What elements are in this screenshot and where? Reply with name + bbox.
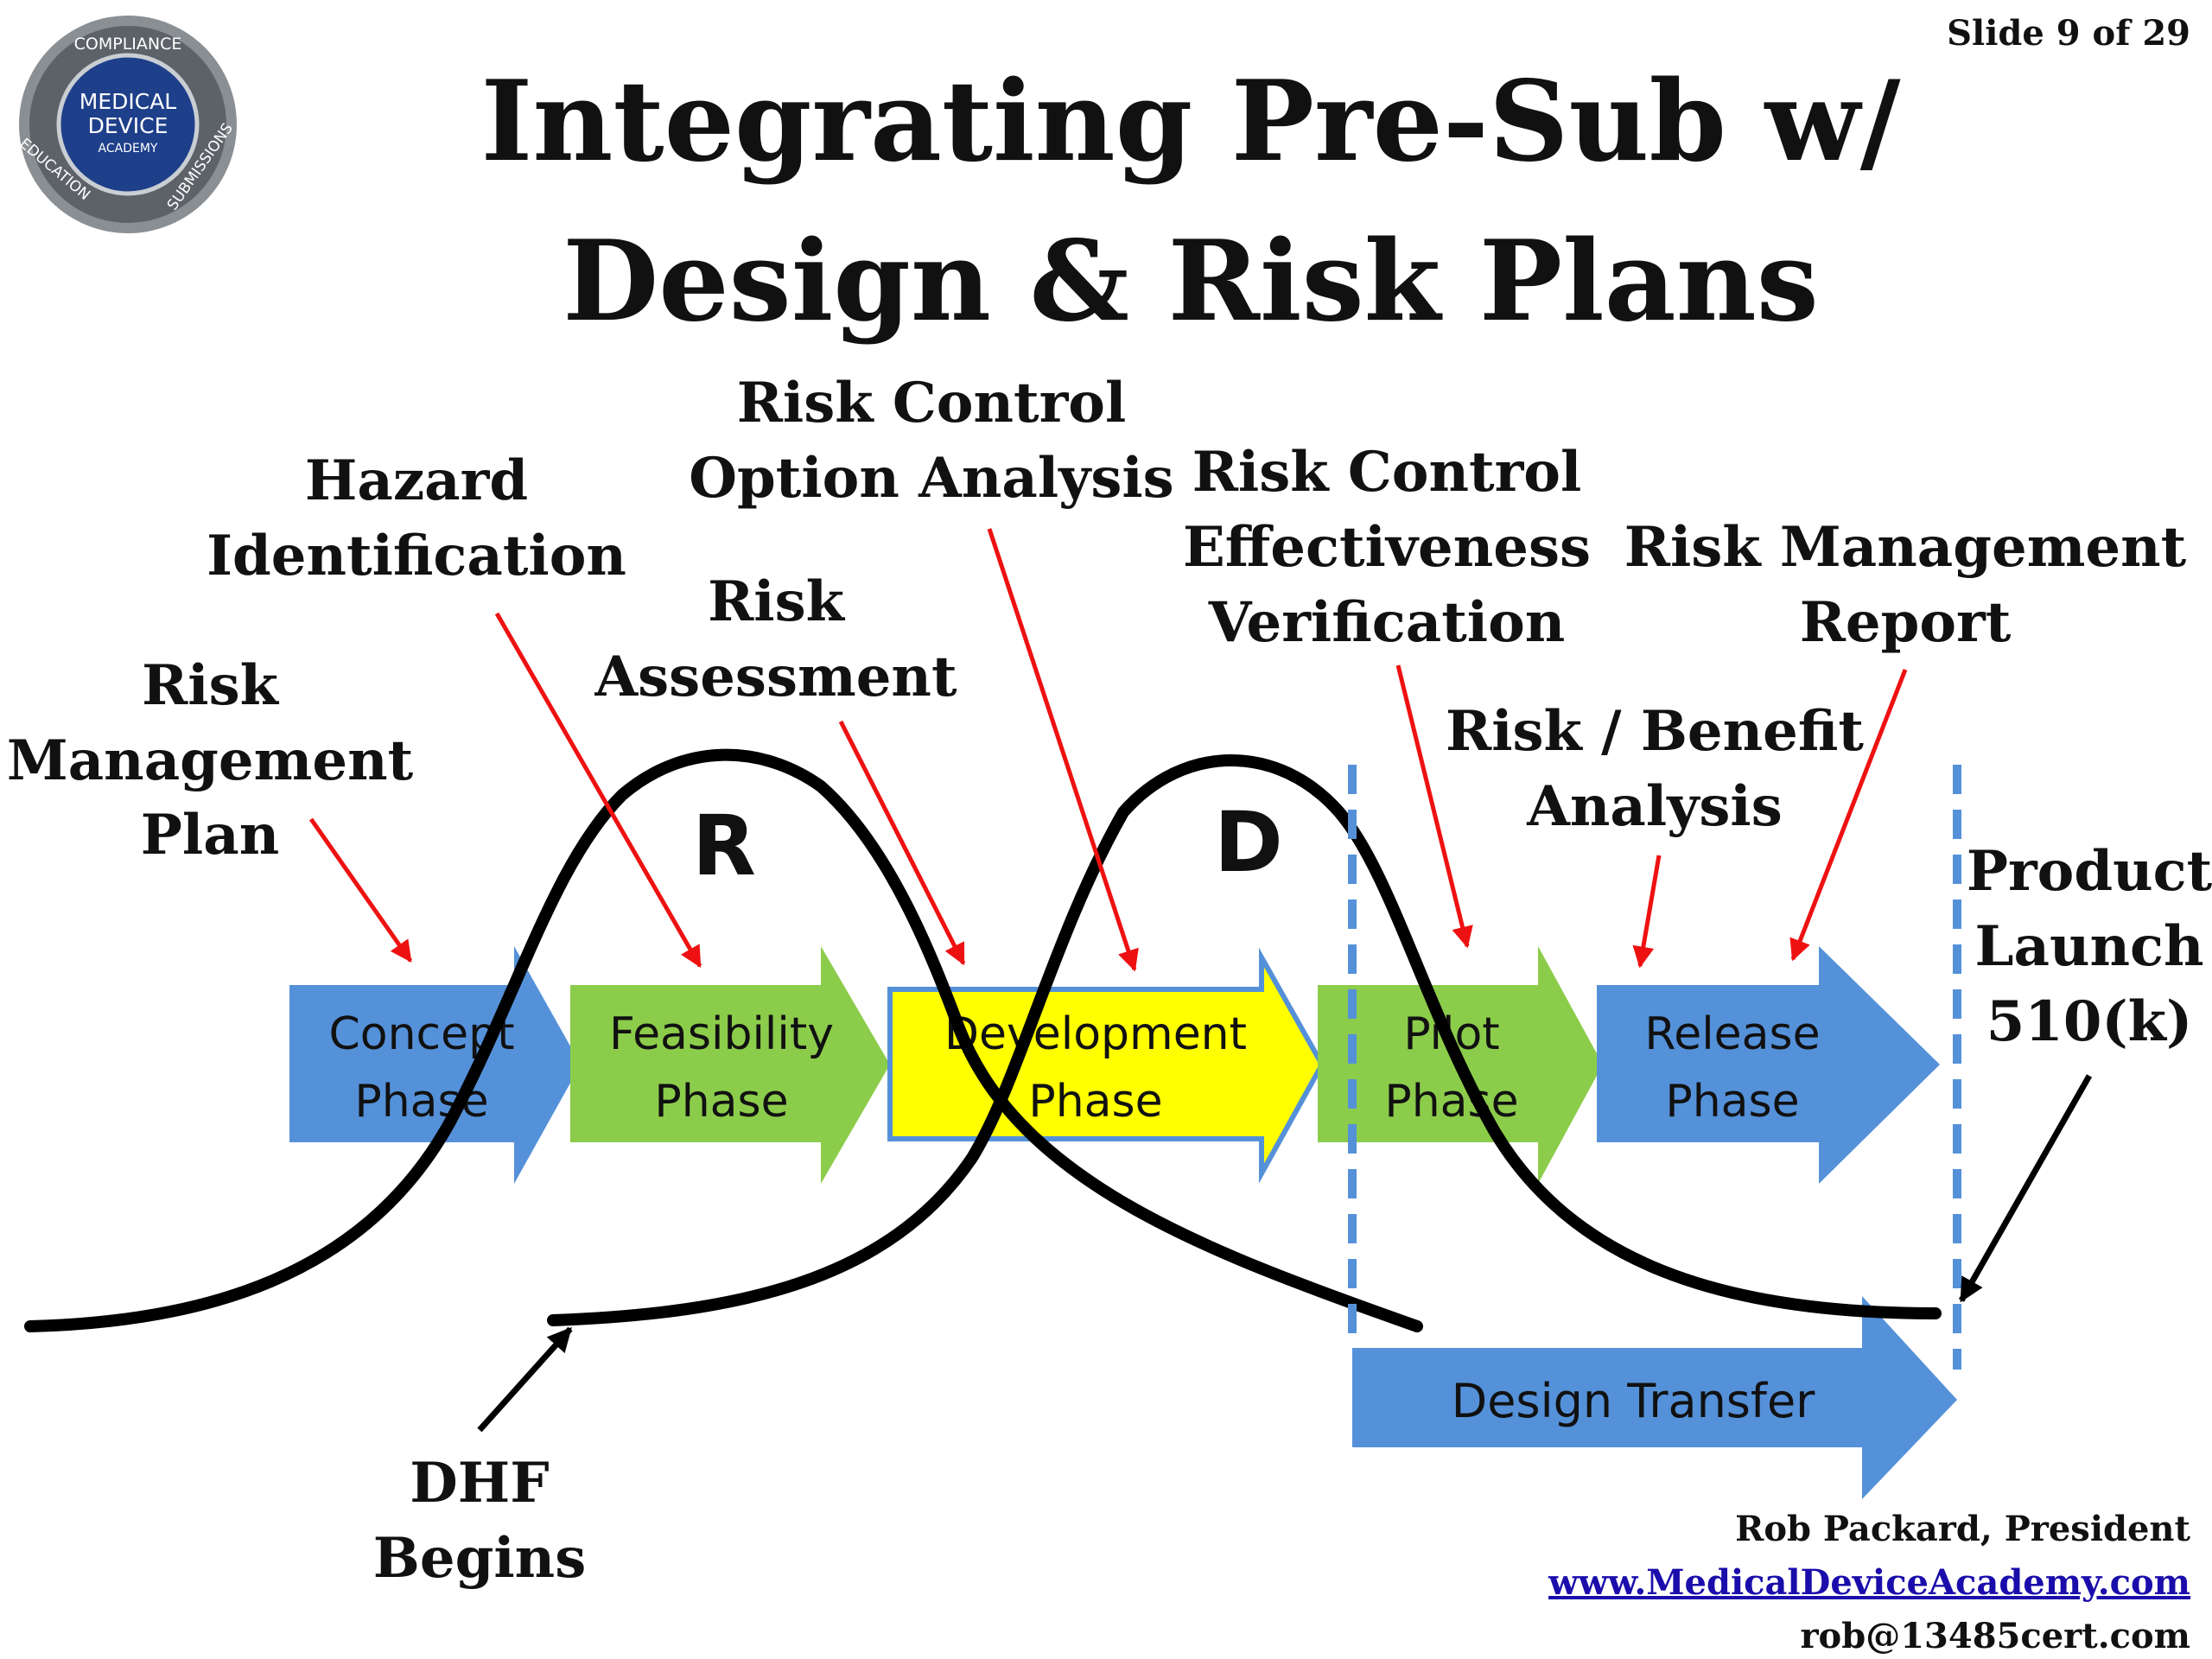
svg-text:Risk Control: Risk Control [1192,440,1582,505]
logo-line3: ACADEMY [99,142,158,156]
svg-text:Verification: Verification [1208,590,1566,655]
svg-text:Plan: Plan [141,803,279,868]
phase-release: Release Phase [1597,946,1940,1184]
pointer-arrows [477,1074,2093,1433]
phase-release-line2: Phase [1665,1076,1799,1128]
phase-release-line1: Release [1644,1008,1820,1060]
arrow-benefit-to-release [1632,855,1662,969]
logo-top-text: COMPLIANCE [74,35,182,54]
footer-website-link[interactable]: www.MedicalDeviceAcademy.com [1548,1562,2190,1603]
svg-text:Risk: Risk [708,569,846,634]
footer-author: Rob Packard, President [1735,1509,2190,1549]
risk-bell-curve [24,748,1423,1332]
phase-feasibility: Feasibility Phase [570,946,890,1184]
svg-text:Risk / Benefit: Risk / Benefit [1446,699,1864,764]
svg-text:Effectiveness: Effectiveness [1183,515,1591,580]
svg-text:Risk Control: Risk Control [737,371,1127,435]
arrow-option-to-development [987,528,1139,972]
medical-device-academy-logo: COMPLIANCE EDUCATION SUBMISSIONS MEDICAL… [16,16,237,233]
label-risk-benefit-analysis: Risk / Benefit Analysis [1446,699,1864,839]
svg-text:Risk: Risk [142,653,280,718]
svg-text:Begins: Begins [373,1526,586,1591]
milestone-lines [1348,765,1961,1370]
title-line2: Design & Risk Plans [563,217,1819,346]
arrow-plan-to-concept [308,817,413,963]
logo-line2: DEVICE [88,113,168,138]
phase-feasibility-line2: Phase [654,1076,788,1128]
label-risk-control-option-analysis: Risk Control Option Analysis [689,371,1173,511]
logo-line1: MEDICAL [79,89,177,114]
phase-feasibility-line1: Feasibility [609,1008,834,1060]
arrow-product-launch [1958,1074,2093,1303]
label-risk-assessment: Risk Assessment [594,569,957,709]
svg-text:Launch: Launch [1974,914,2203,979]
label-risk-control-verification: Risk Control Effectiveness Verification [1183,440,1591,655]
arrow-verification-to-pilot [1395,664,1473,949]
phase-arrows: Concept Phase Feasibility Phase Developm… [289,946,1940,1184]
phase-development-line1: Development [944,1008,1247,1060]
svg-text:Identification: Identification [207,524,626,588]
phase-pilot-line2: Phase [1384,1076,1518,1128]
title-line1: Integrating Pre-Sub w/ [481,57,1901,187]
arrow-dhf-begins [477,1326,573,1433]
svg-text:Risk Management: Risk Management [1624,515,2187,580]
svg-text:510(k): 510(k) [1986,989,2193,1054]
svg-text:Option Analysis: Option Analysis [689,446,1173,511]
label-risk-management-report: Risk Management Report [1624,515,2187,655]
footer-email: rob@13485cert.com [1800,1616,2190,1656]
label-risk-management-plan: Risk Management Plan [7,653,414,868]
phase-development-line2: Phase [1028,1076,1162,1128]
design-transfer-label: Design Transfer [1452,1374,1816,1428]
label-product-launch: Product Launch 510(k) [1967,839,2212,1054]
design-transfer-arrow: Design Transfer [1352,1296,1957,1499]
annotation-arrows [308,528,1908,972]
arrow-report-to-release [1789,669,1908,962]
design-bell-curve [547,754,1942,1326]
svg-text:Analysis: Analysis [1526,774,1783,839]
label-hazard-identification: Hazard Identification [207,448,626,588]
svg-text:Management: Management [7,728,414,793]
curve-letter-d: D [1214,794,1283,891]
slide-number: Slide 9 of 29 [1947,13,2190,54]
svg-text:Report: Report [1800,590,2012,655]
bell-curves [24,748,1942,1332]
curve-letter-r: R [692,798,756,894]
risk-labels: Risk Management Plan Hazard Identificati… [7,371,2212,1591]
svg-text:Product: Product [1967,839,2212,904]
label-dhf-begins: DHF Begins [373,1451,586,1591]
arrow-assessment-to-boundary [838,720,966,966]
svg-text:DHF: DHF [410,1451,549,1516]
arrow-hazard-to-feasibility [494,612,702,969]
phase-development: Development Phase [887,947,1325,1184]
svg-text:Assessment: Assessment [594,645,957,709]
svg-text:Hazard: Hazard [305,448,528,513]
